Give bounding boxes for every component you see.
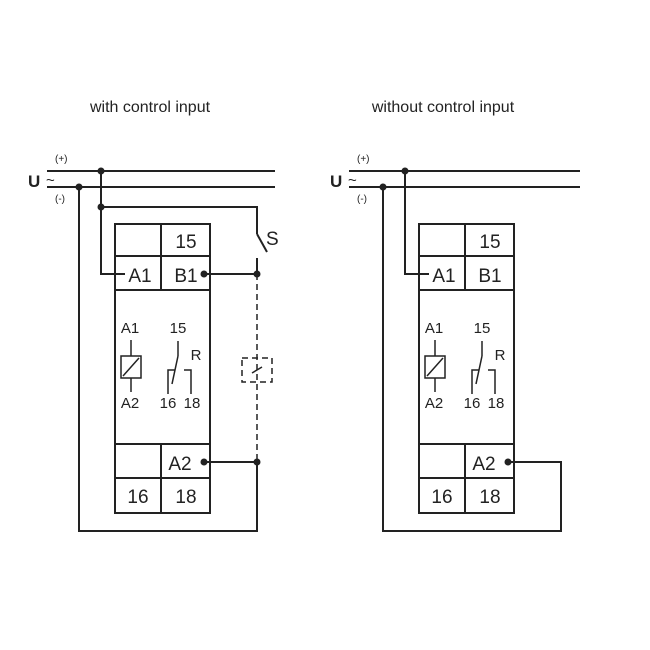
wire-plus-to-a1 [404, 171, 429, 275]
terminal-dot-a2 [200, 458, 208, 466]
control-device-slash [251, 366, 263, 374]
minus-label: (-) [55, 194, 65, 205]
terminal-18: 18 [175, 487, 196, 508]
wire-plus-to-switch [101, 206, 258, 234]
terminal-15: 15 [479, 232, 500, 253]
contact-16-label: 16 [160, 395, 177, 412]
supply-label: U [28, 172, 40, 191]
coil-a1-label: A1 [121, 320, 139, 337]
contact-18-label: 18 [184, 395, 201, 412]
module-housing [418, 223, 515, 514]
plus-label: (+) [55, 154, 68, 165]
switch-s [256, 233, 268, 253]
contact-18-label: 18 [488, 395, 505, 412]
contact-15-label: 15 [170, 320, 187, 337]
coil-a2-label: A2 [121, 395, 139, 412]
minus-label: (-) [357, 194, 367, 205]
terminal-a2: A2 [472, 454, 495, 475]
supply-label: U [330, 172, 342, 191]
coil-a1-label: A1 [425, 320, 443, 337]
terminal-16: 16 [431, 487, 452, 508]
plus-label: (+) [357, 154, 370, 165]
contact-r-label: R [495, 347, 506, 364]
control-device [241, 357, 273, 383]
terminal-a2: A2 [168, 454, 191, 475]
switch-label: S [266, 229, 279, 250]
contact-15-label: 15 [474, 320, 491, 337]
module-housing [114, 223, 211, 514]
wire-a2-to-minus [382, 187, 562, 532]
coil-a2-label: A2 [425, 395, 443, 412]
ac-symbol: ~ [46, 172, 55, 189]
terminal-15: 15 [175, 232, 196, 253]
contact-r-label: R [191, 347, 202, 364]
terminal-dot-b1 [200, 270, 208, 278]
terminal-b1: B1 [174, 266, 197, 287]
terminal-a1: A1 [432, 266, 455, 287]
relay-module: 15 A1 B1 A2 16 18 A1 A2 15 R 16 18 [418, 223, 515, 514]
diagram-with-control-input: with control input U ~ (+) (-) S [28, 99, 279, 532]
terminal-18: 18 [479, 487, 500, 508]
relay-module: 15 A1 B1 A2 16 18 A1 A2 15 R 16 18 [114, 223, 211, 514]
wire-minus-return [78, 187, 258, 532]
contact-16-label: 16 [464, 395, 481, 412]
diagram-without-control-input: without control input U ~ (+) (-) 15 A1 … [330, 99, 580, 532]
caption-without-control: without control input [371, 99, 515, 116]
terminal-16: 16 [127, 487, 148, 508]
ac-symbol: ~ [348, 172, 357, 189]
terminal-b1: B1 [478, 266, 501, 287]
terminal-a1: A1 [128, 266, 151, 287]
caption-with-control: with control input [89, 99, 211, 116]
